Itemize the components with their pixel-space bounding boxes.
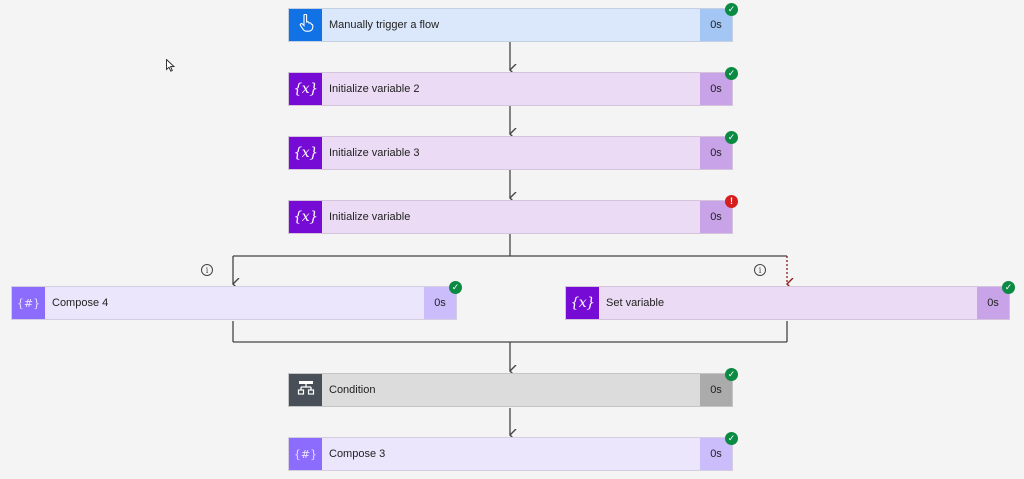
success-check-icon: ✓ [725, 131, 738, 144]
success-check-icon: ✓ [1002, 281, 1015, 294]
hand-pointer-icon [298, 13, 314, 37]
success-check-icon: ✓ [725, 3, 738, 16]
step-icon-box [289, 9, 322, 41]
variable-icon: {x} [293, 81, 318, 97]
step-card-initialize-variable-3[interactable]: {x} Initialize variable 3 0s ✓ [288, 131, 738, 170]
step-card-condition[interactable]: Condition 0s ✓ [288, 368, 738, 407]
compose-icon: {#} [16, 296, 41, 310]
step-icon-box: {x} [289, 73, 322, 105]
step-card-compose-4[interactable]: {#} Compose 4 0s ✓ [11, 281, 462, 320]
step-icon-box: {x} [566, 287, 599, 319]
info-icon[interactable]: i [201, 264, 213, 276]
success-check-icon: ✓ [725, 368, 738, 381]
condition-icon [297, 380, 315, 401]
step-title: Condition [329, 384, 376, 396]
step-icon-box: {#} [12, 287, 45, 319]
variable-icon: {x} [293, 145, 318, 161]
step-card-compose-3[interactable]: {#} Compose 3 0s ✓ [288, 432, 738, 471]
step-title: Initialize variable 3 [329, 147, 420, 159]
step-title: Compose 3 [329, 448, 386, 460]
step-card-set-variable[interactable]: {x} Set variable 0s ✓ [565, 281, 1015, 320]
compose-icon: {#} [293, 447, 318, 461]
step-icon-box [289, 374, 322, 406]
step-title: Manually trigger a flow [329, 19, 440, 31]
step-card-initialize-variable-2[interactable]: {x} Initialize variable 2 0s ✓ [288, 67, 738, 106]
step-icon-box: {x} [289, 137, 322, 169]
variable-icon: {x} [293, 209, 318, 225]
success-check-icon: ✓ [725, 432, 738, 445]
success-check-icon: ✓ [725, 67, 738, 80]
info-icon[interactable]: i [754, 264, 766, 276]
mouse-cursor-icon [166, 58, 176, 77]
step-card-manual-trigger[interactable]: Manually trigger a flow 0s ✓ [288, 3, 738, 42]
error-alert-icon: ! [725, 195, 738, 208]
step-icon-box: {#} [289, 438, 322, 470]
step-title: Initialize variable [329, 211, 411, 223]
step-title: Initialize variable 2 [329, 83, 420, 95]
success-check-icon: ✓ [449, 281, 462, 294]
step-icon-box: {x} [289, 201, 322, 233]
variable-icon: {x} [570, 295, 595, 311]
step-title: Compose 4 [52, 297, 109, 309]
step-title: Set variable [606, 297, 665, 309]
step-duration: 0s [700, 73, 732, 105]
step-card-initialize-variable[interactable]: {x} Initialize variable 0s ! [288, 195, 738, 234]
